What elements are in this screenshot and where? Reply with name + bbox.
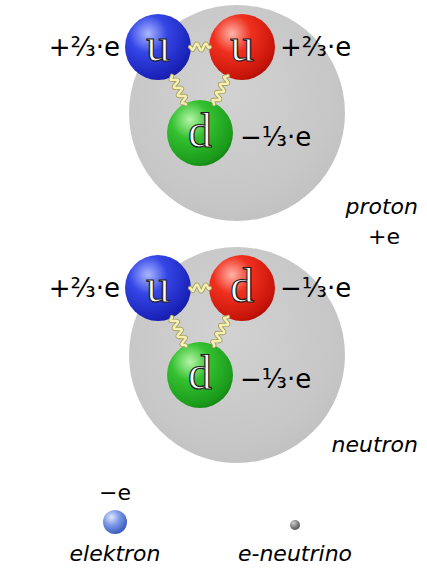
quark-letter: d — [167, 349, 233, 397]
quark-sphere: u+⅔·e — [125, 14, 191, 80]
gluon-outline — [212, 76, 228, 105]
particle-name: neutron — [332, 433, 419, 457]
particle-name: elektron — [70, 542, 161, 566]
gluon-outline — [170, 317, 186, 346]
gluon-line — [212, 76, 228, 105]
quark-letter: u — [125, 21, 191, 69]
gluon-line — [170, 317, 186, 346]
quark-charge: −⅓·e — [240, 365, 311, 394]
gluon-line — [190, 44, 210, 51]
neutron-circle: neutronu+⅔·ed−⅓·ed−⅓·e — [129, 247, 345, 463]
gluon-outline — [190, 44, 210, 51]
gluon-outline — [171, 76, 186, 105]
proton-circle: proton+eu+⅔·eu+⅔·ed−⅓·e — [129, 5, 345, 221]
gluon-core — [171, 76, 186, 105]
electron-sphere: −eelektron — [103, 510, 127, 534]
gluon-core — [170, 317, 186, 346]
quark-sphere: d−⅓·e — [209, 255, 275, 321]
quark-charge: +⅔·e — [280, 33, 351, 62]
gluon-core — [212, 76, 228, 105]
quark-sphere: d−⅓·e — [167, 100, 233, 166]
particle-charge: −e — [99, 481, 131, 505]
quark-sphere: d−⅓·e — [167, 342, 233, 408]
gluon-outline — [212, 317, 228, 346]
quark-letter: d — [209, 262, 275, 310]
quark-charge: −⅓·e — [280, 274, 351, 303]
neutrino-sphere: e-neutrino — [290, 520, 300, 530]
gluon-core — [212, 317, 228, 346]
quark-letter: u — [125, 262, 191, 310]
particle-name: proton — [346, 195, 419, 219]
gluon-line — [190, 285, 210, 292]
gluon-line — [171, 76, 186, 105]
quark-charge: −⅓·e — [240, 123, 311, 152]
quark-sphere: u+⅔·e — [125, 255, 191, 321]
quark-letter: d — [167, 107, 233, 155]
quark-sphere: u+⅔·e — [209, 14, 275, 80]
particle-charge: +e — [368, 225, 400, 249]
quark-charge: +⅔·e — [49, 274, 120, 303]
quark-letter: u — [209, 21, 275, 69]
particle-name: e-neutrino — [238, 542, 352, 566]
gluon-core — [190, 44, 210, 51]
gluon-core — [190, 285, 210, 292]
gluon-line — [212, 317, 228, 346]
quark-charge: +⅔·e — [49, 33, 120, 62]
gluon-outline — [190, 285, 210, 292]
